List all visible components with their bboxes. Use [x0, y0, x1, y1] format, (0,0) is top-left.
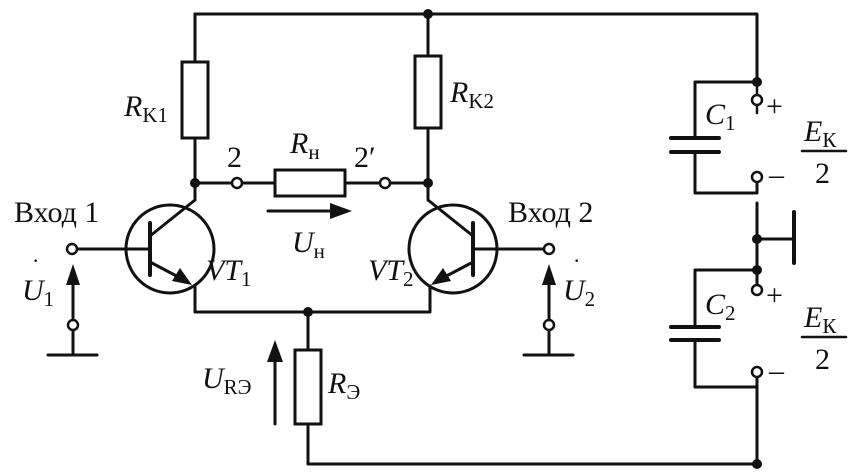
c1-plus-sign: +	[766, 90, 783, 123]
node-2p-terminal	[378, 176, 392, 190]
top-rail-wire	[193, 12, 759, 84]
node-2-label: 2	[227, 141, 242, 174]
u1-dot: ·	[32, 248, 39, 273]
c1-minus-terminal	[750, 170, 764, 184]
junctions	[190, 9, 762, 469]
svg-text:2: 2	[815, 157, 830, 190]
re-resistor	[293, 348, 323, 426]
vt1-label: VT1	[206, 254, 252, 291]
u1-ground-wire	[46, 328, 99, 357]
vt1-transistor	[124, 198, 216, 295]
c2-capacitor	[669, 325, 721, 342]
u1-label: U1	[22, 274, 54, 311]
svg-text:EК: EК	[803, 115, 837, 152]
u2-arrow	[542, 264, 556, 320]
svg-text:2: 2	[815, 343, 830, 376]
input1-terminal	[65, 242, 79, 256]
rk2-label: RK2	[449, 76, 494, 113]
u2-low-terminal	[542, 318, 556, 332]
c2-plus-terminal	[750, 283, 764, 297]
c1-capacitor	[669, 136, 721, 154]
ure-arrow	[267, 340, 283, 426]
rk1-label: RK1	[123, 90, 168, 127]
rk2-resistor	[413, 54, 443, 130]
rn-resistor	[273, 168, 347, 198]
terminals	[65, 93, 764, 379]
svg-text:EК: EК	[803, 301, 837, 338]
u1-arrow	[66, 264, 80, 320]
wires	[46, 12, 796, 466]
vt2-emitter-arrow	[431, 268, 451, 285]
u2-ground-wire	[522, 328, 575, 357]
c2-minus-sign: –	[768, 354, 785, 387]
re-label: RЭ	[327, 367, 360, 404]
c1-minus-sign: –	[768, 158, 785, 191]
c2-label: C2	[705, 288, 736, 325]
vt2-label: VT2	[368, 254, 414, 291]
u2-dot: ·	[573, 248, 580, 273]
ek-half-bottom: EК 2	[800, 301, 848, 376]
c1-plus-terminal	[750, 93, 764, 107]
rk1-resistor	[180, 60, 210, 140]
input2-terminal	[542, 242, 556, 256]
ek-half-top: EК 2	[800, 115, 848, 190]
c2-minus-terminal	[750, 365, 764, 379]
node-2p-label: 2′	[354, 141, 376, 174]
input2-label: Вход 2	[508, 196, 593, 229]
vt1-emitter-arrow	[172, 268, 192, 285]
c1-label: C1	[705, 98, 736, 135]
c2-wire	[693, 268, 759, 389]
re-wire	[306, 310, 759, 466]
un-arrow	[266, 203, 352, 219]
vt2-transistor	[407, 198, 499, 295]
rn-label: Rн	[289, 127, 320, 164]
ure-label: URЭ	[202, 362, 252, 399]
vt1-emitter-wire	[193, 284, 432, 314]
c2-plus-sign: +	[766, 279, 783, 312]
input1-label: Вход 1	[14, 196, 99, 229]
u1-low-terminal	[66, 318, 80, 332]
node-2-terminal	[230, 176, 244, 190]
c1-wire	[693, 80, 759, 195]
un-label: Uн	[292, 226, 325, 263]
u2-label: U2	[563, 274, 595, 311]
